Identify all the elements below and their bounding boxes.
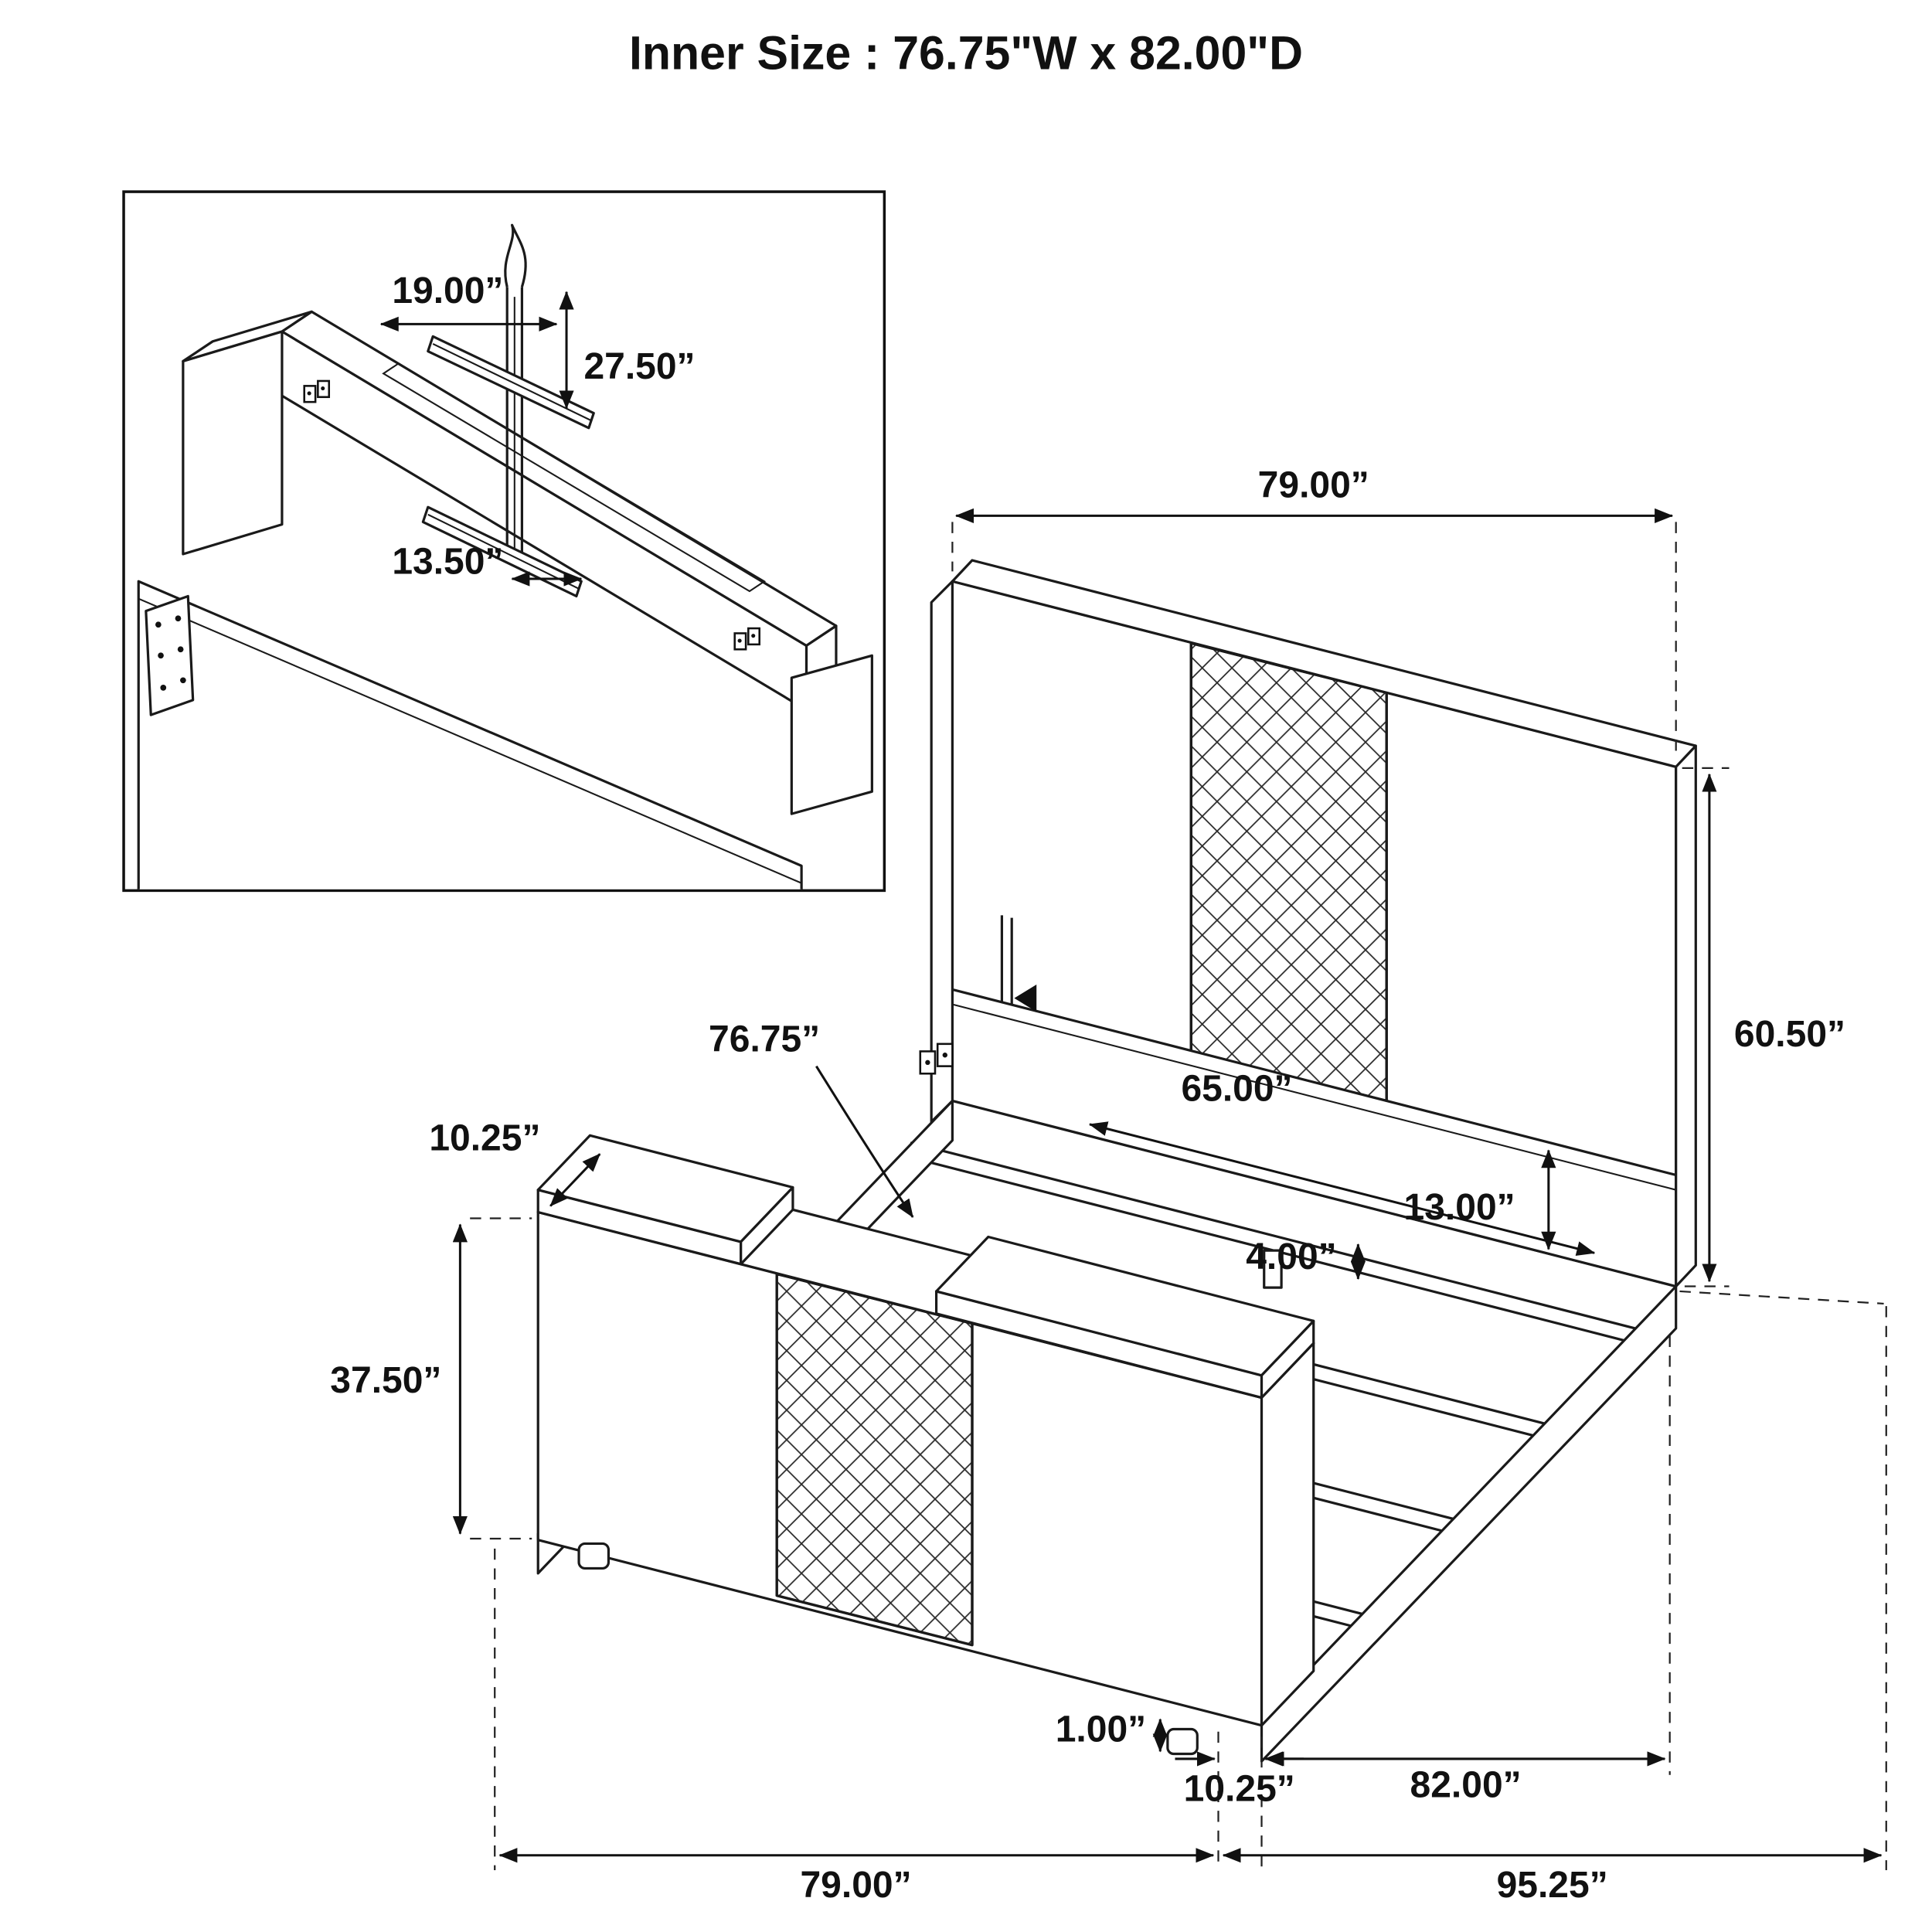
inner-rail-width-label: 65.00” xyxy=(1181,1068,1292,1109)
footboard-right-cap xyxy=(934,1235,1315,1400)
overall-width-label: 79.00” xyxy=(800,1865,911,1906)
footboard-left-cap xyxy=(536,1134,794,1266)
footboard xyxy=(536,1134,1315,1756)
dim-footboard-height: 37.50” xyxy=(330,1217,532,1540)
dim-slat-thickness: 4.00” xyxy=(1246,1236,1366,1281)
dim-inner-width: 76.75” xyxy=(709,1019,914,1218)
headboard-right-face xyxy=(1675,744,1697,1288)
bed-foot xyxy=(1166,1727,1199,1756)
dim-strap-length: 13.50” xyxy=(392,542,583,587)
bed-drawing xyxy=(536,559,1697,1763)
footboard-quilted-panel xyxy=(775,1272,974,1647)
dim-rail-height: 13.00” xyxy=(1404,1149,1556,1250)
slat-thickness-label: 4.00” xyxy=(1246,1236,1336,1277)
headboard xyxy=(919,559,1697,1288)
bracket-width-label: 19.00” xyxy=(392,270,503,311)
right-side-rail xyxy=(1260,1284,1678,1763)
page-title: Inner Size : 76.75"W x 82.00"D xyxy=(629,27,1303,80)
lift-slot-arrow-icon xyxy=(1014,985,1037,1012)
ext-line-headboard-corner xyxy=(1679,1290,1884,1305)
inset-left-stile xyxy=(182,310,313,556)
inner-width-label: 76.75” xyxy=(709,1019,820,1060)
footboard-height-label: 37.50” xyxy=(330,1360,441,1401)
dim-inner-depth: 82.00” xyxy=(1265,1751,1666,1806)
cap-depth-label: 10.25” xyxy=(429,1117,540,1158)
footboard-depth-label: 10.25” xyxy=(1184,1768,1295,1809)
strap-length-label: 13.50” xyxy=(392,542,503,583)
inset-wall-bracket xyxy=(145,594,195,716)
inset-panel-edge xyxy=(138,597,802,884)
rail-height-label: 13.00” xyxy=(1404,1187,1515,1228)
bed-foot xyxy=(577,1542,611,1570)
foot-height-label: 1.00” xyxy=(1056,1709,1146,1750)
dimensions: 79.00” 60.50” 65.00” 13.00” 4.00” 76.75” xyxy=(330,464,1887,1906)
headboard-quilted-panel xyxy=(1189,641,1388,1103)
headboard-hinge xyxy=(919,1043,954,1075)
dim-overall-length: 95.25” xyxy=(1222,1848,1883,1906)
headboard-width-label: 79.00” xyxy=(1258,464,1369,505)
inset-rail-slot xyxy=(382,362,767,593)
dim-headboard-width: 79.00” xyxy=(951,464,1677,757)
footboard-right-face xyxy=(1260,1342,1315,1727)
headboard-left-face xyxy=(930,580,954,1124)
dim-footboard-depth: 10.25” xyxy=(1175,1751,1304,1809)
headboard-height-label: 60.50” xyxy=(1734,1014,1845,1055)
inner-depth-label: 82.00” xyxy=(1410,1765,1522,1806)
inset-right-stile xyxy=(790,654,873,815)
overall-length-label: 95.25” xyxy=(1497,1865,1608,1906)
dim-foot-height: 1.00” xyxy=(1056,1709,1168,1753)
inset-hinge-left xyxy=(303,379,331,403)
dim-bracket-height: 27.50” xyxy=(559,291,696,410)
dim-inner-rail-width: 65.00” xyxy=(1088,1068,1596,1256)
bracket-height-label: 27.50” xyxy=(583,346,695,387)
dim-cap-depth: 10.25” xyxy=(429,1117,601,1207)
mast-hook xyxy=(504,223,527,287)
dim-headboard-height: 60.50” xyxy=(1682,767,1845,1287)
inset-hinge-right xyxy=(733,627,760,651)
dim-bracket-width: 19.00” xyxy=(379,270,558,332)
dim-overall-width: 79.00” xyxy=(498,1848,1215,1906)
inset-detail: 19.00” 27.50” 13.50” xyxy=(122,190,886,893)
